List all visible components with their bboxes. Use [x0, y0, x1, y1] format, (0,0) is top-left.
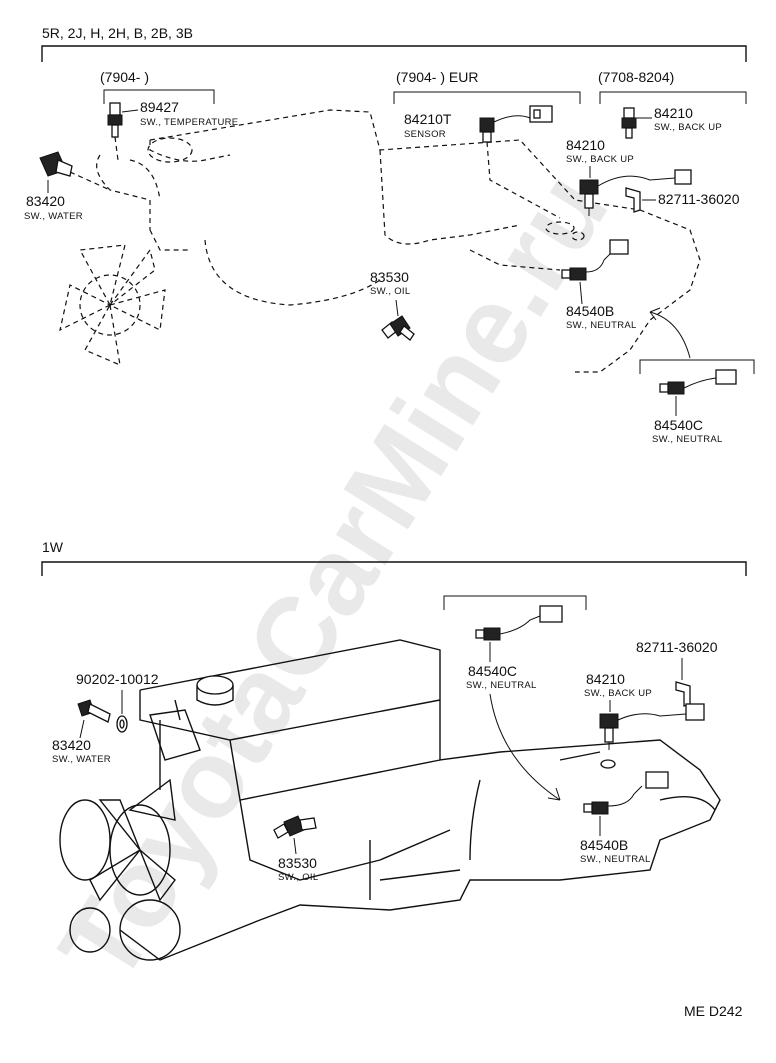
callout-82711-b-number: 82711-36020: [636, 639, 718, 655]
callout-84210-b-desc: SW., BACK UP: [566, 154, 634, 165]
date-bracket-2: (7904- ) EUR: [393, 69, 581, 104]
part-84210-a-drawing: [621, 107, 637, 139]
part-84210-c-drawing: [599, 703, 705, 750]
callout-84210-a-desc: SW., BACK UP: [654, 122, 722, 133]
part-90202-drawing: [116, 715, 128, 733]
callout-84210T-number: 84210T: [404, 111, 452, 127]
section-1: 5R, 2J, H, 2H, B, 2B, 3B (7: [24, 25, 755, 445]
callout-83420-b-desc: SW., WATER: [52, 754, 111, 765]
section-2: 1W: [41, 539, 747, 961]
part-83420-drawing: [39, 151, 111, 191]
page-code: ME D242: [684, 1003, 743, 1019]
date-bracket-3: (7708-8204): [598, 69, 747, 104]
part-89427-drawing: [107, 102, 123, 161]
callout-84210-a-number: 84210: [654, 105, 693, 121]
callout-83530-b-number: 83530: [278, 855, 317, 871]
section-2-bracket: [41, 561, 747, 576]
callout-83530-a-desc: SW., OIL: [370, 286, 410, 297]
callout-89427-number: 89427: [140, 99, 179, 115]
engine-outline-2: [119, 639, 721, 961]
fan-1: [59, 244, 166, 366]
inset-bracket-2: [443, 595, 587, 610]
callout-84540B-b-desc: SW., NEUTRAL: [580, 854, 651, 865]
part-83530-a-drawing: [381, 315, 415, 341]
section-2-header: 1W: [42, 539, 64, 555]
callout-83530-b-desc: SW., OIL: [278, 872, 318, 883]
callout-84540B-b-number: 84540B: [580, 837, 628, 853]
section-1-bracket: [41, 45, 747, 62]
arrow-1: [649, 311, 691, 359]
fan-2: [59, 778, 181, 961]
part-83420-b-drawing: [77, 699, 111, 723]
callout-83530-a-number: 83530: [370, 269, 409, 285]
callout-84210-c-number: 84210: [586, 671, 625, 687]
engine-outline-1: [96, 109, 701, 373]
callout-84210T-desc: SENSOR: [404, 129, 446, 140]
part-83530-b-drawing: [273, 815, 317, 839]
part-84540B-b-drawing: [583, 771, 669, 815]
callout-84540C-a-desc: SW., NEUTRAL: [652, 434, 723, 445]
callout-83420-desc: SW., WATER: [24, 211, 83, 222]
date-bracket-1: (7904- ): [100, 69, 215, 104]
callout-89427-desc: SW., TEMPERATURE: [140, 117, 238, 128]
callout-84540B-a-number: 84540B: [566, 303, 614, 319]
callout-84540C-b-desc: SW., NEUTRAL: [466, 680, 537, 691]
section-1-header: 5R, 2J, H, 2H, B, 2B, 3B: [42, 25, 193, 41]
part-84210T-drawing: [479, 105, 561, 219]
callout-83420-number: 83420: [26, 193, 65, 209]
callout-84540C-a-number: 84540C: [654, 417, 703, 433]
date-label-1: (7904- ): [100, 69, 149, 85]
part-82711-a-drawing: [625, 187, 641, 213]
part-82711-b-drawing: [675, 681, 691, 707]
part-84540C-b-drawing: [475, 605, 563, 641]
part-84210-b-drawing: [579, 169, 692, 216]
date-label-2: (7904- ) EUR: [396, 69, 478, 85]
callout-84540B-a-desc: SW., NEUTRAL: [566, 320, 637, 331]
inset-bracket-1: [639, 359, 755, 374]
date-label-3: (7708-8204): [598, 69, 674, 85]
callout-90202-number: 90202-10012: [76, 671, 159, 687]
callout-84210-b-number: 84210: [566, 137, 605, 153]
part-84540C-a-drawing: [659, 369, 737, 395]
callout-84540C-b-number: 84540C: [468, 663, 517, 679]
callout-83420-b-number: 83420: [52, 737, 91, 753]
part-84540B-a-drawing: [561, 239, 629, 281]
arrow-2: [489, 693, 561, 801]
callout-84210-c-desc: SW., BACK UP: [584, 688, 652, 699]
callout-82711-a-number: 82711-36020: [658, 191, 740, 207]
